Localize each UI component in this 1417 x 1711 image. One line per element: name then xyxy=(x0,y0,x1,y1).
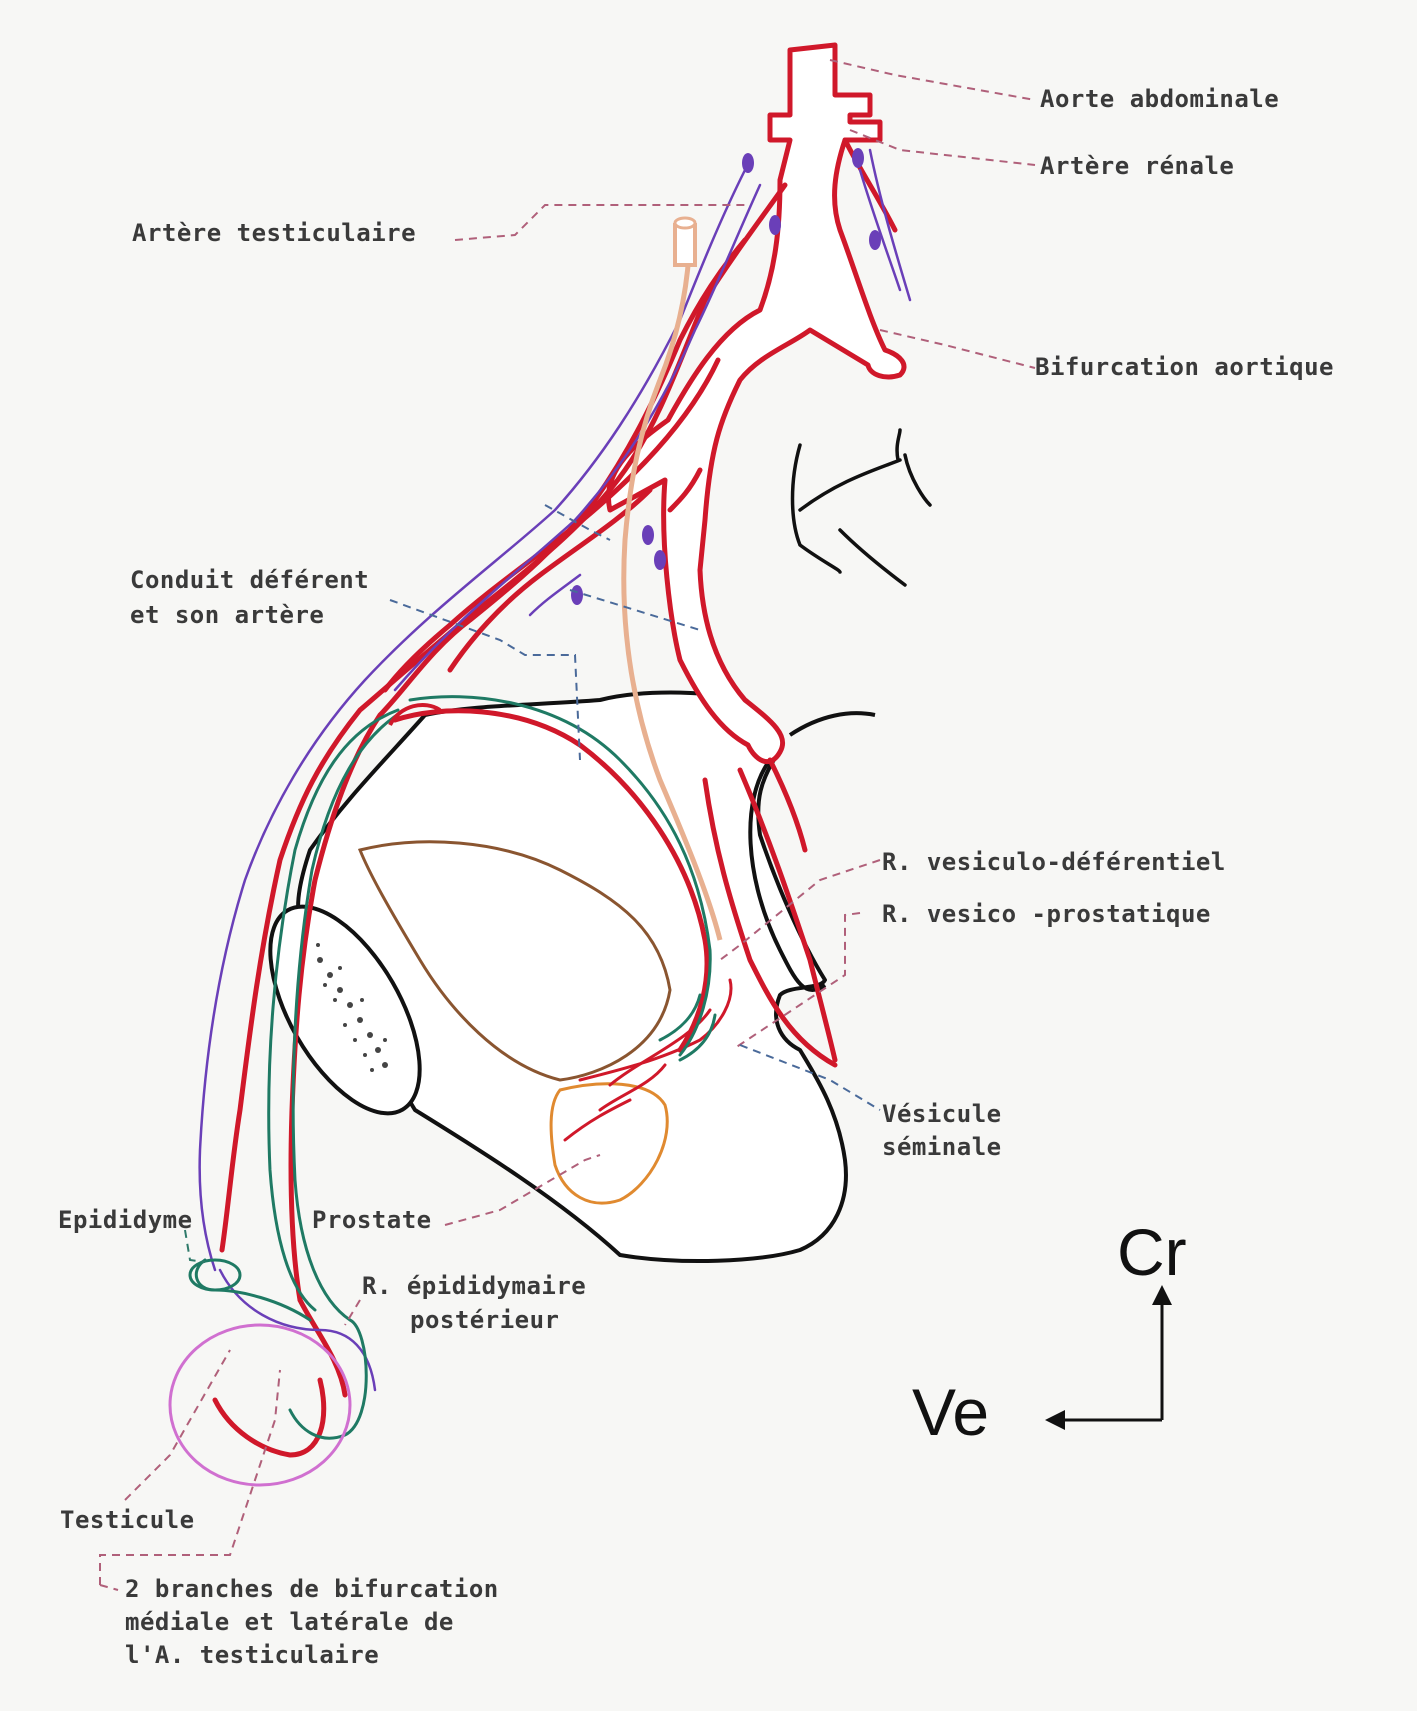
prostatic-branch-2 xyxy=(598,1063,667,1112)
ureter-section-texture xyxy=(316,943,388,1072)
vesical-artery-3 xyxy=(767,757,808,853)
venous-valves xyxy=(571,148,881,605)
deferent-duct-3 xyxy=(288,706,410,1440)
abdominal-aorta xyxy=(606,42,907,765)
label-conduit-son-artere: et son artère xyxy=(130,601,324,629)
bladder-lumen xyxy=(357,840,672,1082)
orientation-cranial: Cr xyxy=(1117,1215,1187,1289)
label-seminale: séminale xyxy=(882,1133,1002,1161)
label-aorte-abdominale: Aorte abdominale xyxy=(1040,85,1279,113)
vesical-artery-2 xyxy=(737,767,838,1063)
label-posterieur: postérieur xyxy=(410,1306,560,1334)
deferent-duct-2 xyxy=(267,708,400,1312)
vein-medial-connector xyxy=(528,573,582,617)
label-conduit-deferent: Conduit déférent xyxy=(130,566,369,594)
ureter xyxy=(621,224,723,941)
spine-sketch xyxy=(790,428,932,587)
ureter-stub xyxy=(673,223,697,267)
testicular-vein-1 xyxy=(198,168,747,1272)
leader-lines xyxy=(99,59,1036,1591)
prostatic-branch-4 xyxy=(563,1098,632,1142)
deferent-artery-2 xyxy=(447,487,653,673)
ureter-stub-top xyxy=(673,216,697,230)
label-branches-line2: médiale et latérale de xyxy=(125,1608,454,1636)
label-bifurcation-aortique: Bifurcation aortique xyxy=(1035,353,1334,381)
prostatic-branch-3 xyxy=(608,1008,712,1087)
deferent-loop-top xyxy=(388,703,442,727)
renal-branch-stub xyxy=(842,137,898,233)
testis xyxy=(168,1323,352,1487)
testicular-artery-outer xyxy=(219,182,788,1253)
testicular-vein-3 xyxy=(868,148,912,302)
testicular-vein-4 xyxy=(858,168,902,292)
orientation-ventral: Ve xyxy=(912,1375,989,1449)
label-epididyme: Epididyme xyxy=(58,1206,193,1234)
label-branches-line3: l'A. testiculaire xyxy=(125,1641,379,1669)
label-artere-testiculaire: Artère testiculaire xyxy=(132,219,416,247)
label-branches-line1: 2 branches de bifurcation xyxy=(125,1575,499,1603)
testicular-vein-2 xyxy=(393,183,762,692)
deferent-duct-1 xyxy=(408,695,712,1057)
duct-branches xyxy=(658,993,717,1062)
prostate xyxy=(549,1082,669,1205)
epididymis xyxy=(188,1258,242,1292)
vesical-artery-1 xyxy=(702,777,838,1068)
orientation-arrowhead-up-icon xyxy=(1152,1285,1172,1305)
testis-artery-lateral xyxy=(297,1297,348,1398)
bladder-outline-top xyxy=(788,711,876,737)
label-vesicule: Vésicule xyxy=(882,1100,1002,1128)
label-artere-renale: Artère rénale xyxy=(1040,152,1234,180)
deferent-artery-1 xyxy=(382,357,721,693)
deferent-loop-artery xyxy=(392,708,710,1053)
label-r-vesico-prostatique: R. vesico -prostatique xyxy=(882,900,1211,928)
orientation-arrowhead-left-icon xyxy=(1045,1410,1065,1430)
testis-artery-medial xyxy=(212,1377,327,1458)
label-r-epididymaire: R. épididymaire xyxy=(362,1272,586,1300)
branch-stub-2 xyxy=(667,467,703,513)
label-r-vesiculo-deferentiel: R. vesiculo-déférentiel xyxy=(882,848,1226,876)
label-testicule: Testicule xyxy=(60,1506,195,1534)
prostatic-branch-1 xyxy=(578,978,733,1082)
orientation-indicator: Cr Ve xyxy=(912,1215,1187,1449)
label-prostate: Prostate xyxy=(312,1206,432,1234)
